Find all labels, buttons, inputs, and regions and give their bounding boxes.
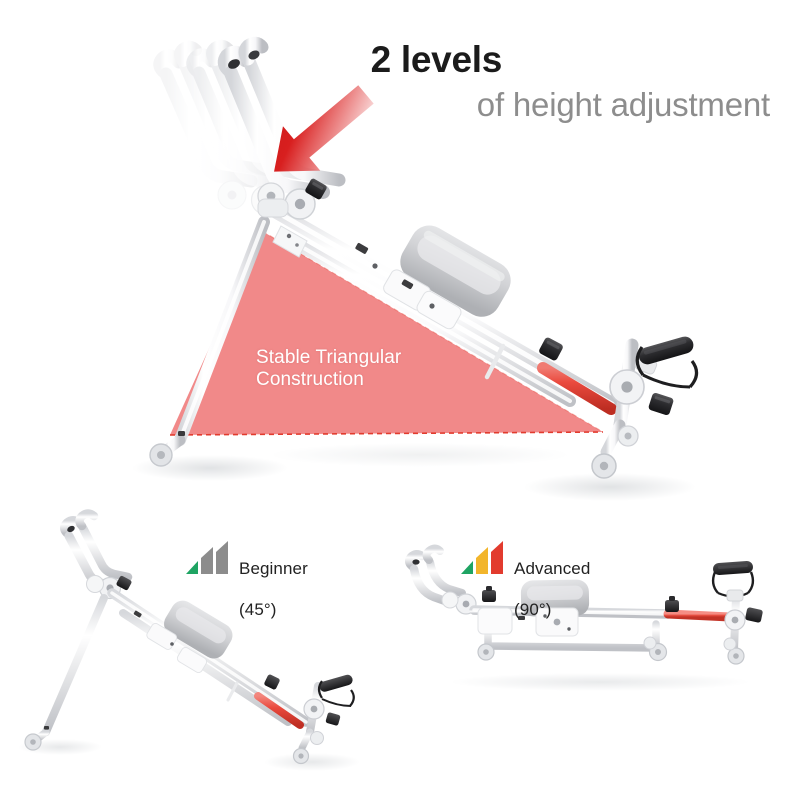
headline-primary: 2 levels [370,39,503,80]
level-panels [0,500,800,800]
headline-secondary: of height adjustment [476,85,770,123]
carriage-hardware [355,242,563,361]
beginner-level-name: Beginner [239,558,308,578]
seat-pad [400,225,511,317]
signal-bars-icon-beginner [186,541,228,574]
beginner-level-angle: (45°) [239,600,277,620]
advanced-level-angle: (90°) [514,600,552,620]
hero-product-illustration: Stable Triangular Construction [132,36,699,501]
signal-bar-2 [476,547,488,574]
beginner-level-badge: Beginner (45°) [186,538,308,642]
signal-bars-icon-advanced [461,541,503,574]
headline-block: 2 levels of height adjustment [0,38,771,125]
signal-bar-3 [216,541,228,574]
hero-svg [132,36,699,501]
beginner-product-view [0,500,400,800]
signal-bar-3 [491,541,503,574]
beginner-product-svg [18,509,360,771]
stable-triangle-callout [169,230,604,436]
head-pivot-assembly [257,178,327,258]
beginner-label-group: Beginner (45°) [239,538,308,642]
advanced-product-view [400,500,800,800]
signal-bar-1 [186,561,198,574]
advanced-level-badge: Advanced (90°) [461,538,590,642]
signal-bar-1 [461,561,473,574]
advanced-product-svg [405,544,763,691]
advanced-level-name: Advanced [514,558,591,578]
resistance-handle-assembly [591,336,699,479]
signal-bar-2 [201,547,213,574]
up-left-arrow-icon [274,85,374,172]
advanced-label-group: Advanced (90°) [514,538,590,642]
